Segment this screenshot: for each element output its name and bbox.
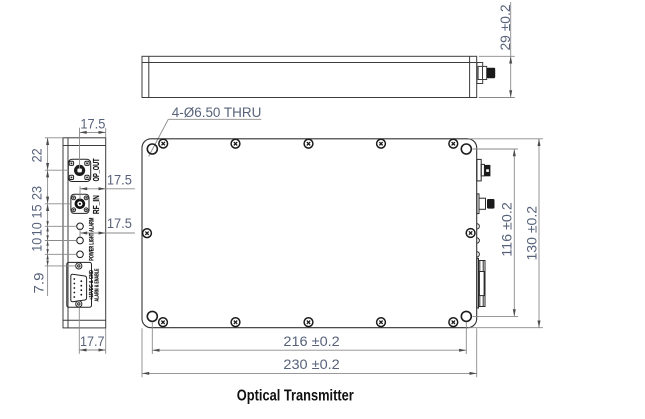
svg-text:RF_IN: RF_IN — [92, 195, 101, 214]
svg-text:230 ±0.2: 230 ±0.2 — [283, 357, 339, 373]
svg-text:29 ±0.2: 29 ±0.2 — [498, 4, 514, 50]
svg-text:4-Ø6.50 THRU: 4-Ø6.50 THRU — [172, 105, 261, 121]
svg-text:23: 23 — [30, 186, 46, 200]
svg-text:7.9: 7.9 — [32, 272, 48, 293]
svg-text:130 ±0.2: 130 ±0.2 — [524, 206, 540, 261]
svg-text:OP_OUT: OP_OUT — [92, 158, 101, 181]
svg-text:17.5: 17.5 — [107, 216, 132, 232]
svg-text:22: 22 — [30, 148, 46, 162]
svg-text:10: 10 — [30, 238, 46, 252]
svg-text:15: 15 — [30, 204, 46, 218]
svg-text:116 ±0.2: 116 ±0.2 — [500, 202, 516, 257]
svg-text:+15VDC & GND: +15VDC & GND — [89, 270, 95, 300]
svg-text:17.7: 17.7 — [80, 334, 105, 350]
svg-text:POWER LIGHT ALARM: POWER LIGHT ALARM — [89, 218, 96, 261]
svg-text:Optical Transmitter: Optical Transmitter — [237, 387, 354, 404]
svg-text:10: 10 — [30, 222, 46, 236]
svg-text:ALARM & ENABLE: ALARM & ENABLE — [94, 268, 100, 301]
svg-text:216 ±0.2: 216 ±0.2 — [283, 334, 339, 350]
svg-text:17.5: 17.5 — [107, 172, 132, 188]
svg-text:17.5: 17.5 — [80, 117, 105, 133]
